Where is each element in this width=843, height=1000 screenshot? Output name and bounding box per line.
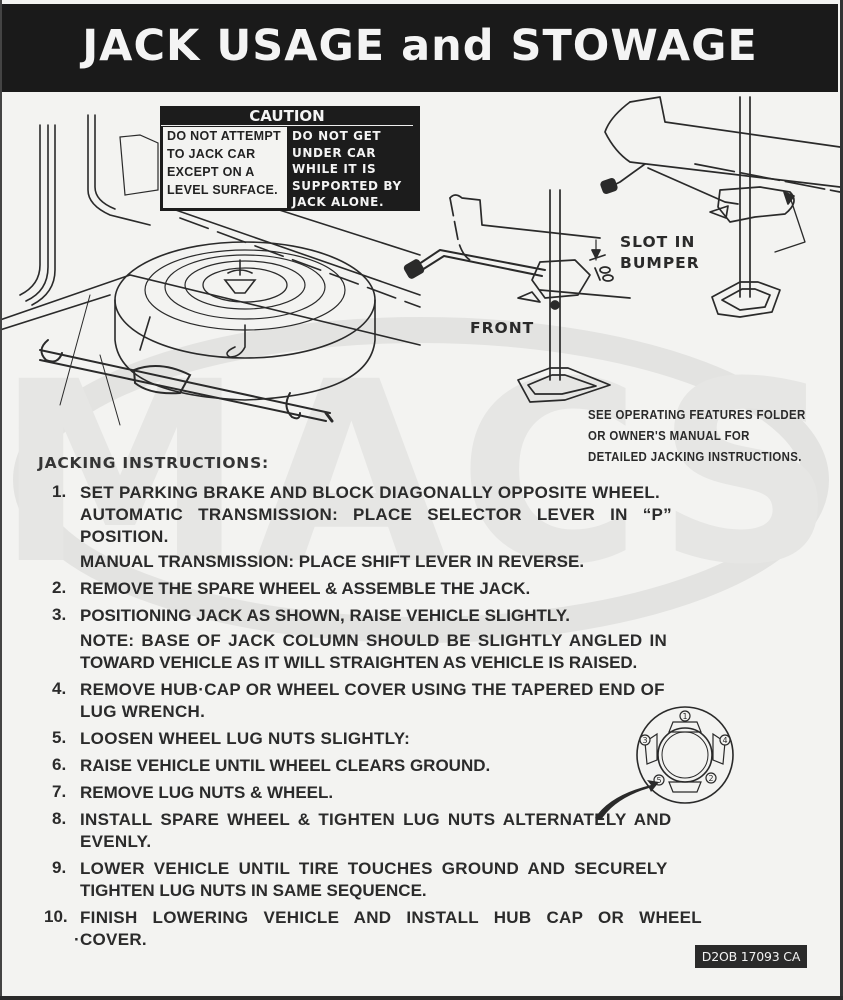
step-number: 2. xyxy=(52,578,67,597)
instruction-step: 2. REMOVE THE SPARE WHEEL & ASSEMBLE THE… xyxy=(44,578,814,600)
rear-jack-illustration xyxy=(600,96,841,318)
lug-nut-marker: 1 2 3 4 5 xyxy=(639,710,731,786)
decal-edge-right xyxy=(840,0,843,1000)
caution-left-line: EXCEPT ON A xyxy=(167,165,255,179)
lug-label-1: 1 xyxy=(682,712,687,721)
step-line: TIGHTEN LUG NUTS IN SAME SEQUENCE. xyxy=(80,881,427,900)
instruction-step: 10. FINISH LOWERING VEHICLE AND INSTALL … xyxy=(44,907,814,951)
step-line: AUTOMATIC TRANSMISSION: PLACE SELECTOR L… xyxy=(80,505,672,524)
instruction-step: 7. REMOVE LUG NUTS & WHEEL. xyxy=(44,782,814,804)
slot-in-bumper-line: BUMPER xyxy=(620,254,700,272)
caution-under-car-warning: DO NOT GET UNDER CAR WHILE IT IS SUPPORT… xyxy=(292,127,416,209)
step-line: REMOVE THE SPARE WHEEL & ASSEMBLE THE JA… xyxy=(80,579,531,598)
caution-right-line: JACK ALONE. xyxy=(292,195,385,209)
slot-in-bumper-line: SLOT IN xyxy=(620,233,696,251)
lug-label-2: 2 xyxy=(708,774,713,783)
step-number: 5. xyxy=(52,728,67,747)
see-note-line: SEE OPERATING FEATURES FOLDER xyxy=(588,407,806,422)
see-note-line: DETAILED JACKING INSTRUCTIONS. xyxy=(588,449,802,464)
caution-heading: CAUTION xyxy=(161,107,413,126)
instruction-step: 4. REMOVE HUB·CAP OR WHEEL COVER USING T… xyxy=(44,679,814,723)
instruction-step: 5. LOOSEN WHEEL LUG NUTS SLIGHTLY: xyxy=(44,728,814,750)
step-number: 8. xyxy=(52,809,67,828)
instruction-step: 6. RAISE VEHICLE UNTIL WHEEL CLEARS GROU… xyxy=(44,755,814,777)
instructions-heading: JACKING INSTRUCTIONS: xyxy=(38,454,270,472)
see-owners-manual-note: SEE OPERATING FEATURES FOLDER OR OWNER'S… xyxy=(588,404,806,467)
caution-right-line: WHILE IT IS xyxy=(292,162,377,176)
decal-edge-bottom xyxy=(0,996,843,1000)
instruction-steps: 1. SET PARKING BRAKE AND BLOCK DIAGONALL… xyxy=(44,482,814,956)
lug-label-5: 5 xyxy=(656,776,661,785)
step-line: INSTALL SPARE WHEEL & TIGHTEN LUG NUTS A… xyxy=(80,810,672,829)
caution-level-surface-warning: DO NOT ATTEMPT TO JACK CAR EXCEPT ON A L… xyxy=(163,127,287,208)
caution-left-line: DO NOT ATTEMPT xyxy=(167,129,281,143)
step-line: TOWARD VEHICLE AS IT WILL STRAIGHTEN AS … xyxy=(80,653,638,672)
lug-label-3: 3 xyxy=(642,736,647,745)
slot-in-bumper-label: SLOT IN BUMPER xyxy=(620,232,700,274)
lug-nut-sequence-diagram: 1 2 3 4 5 xyxy=(595,706,734,820)
step-line: ·COVER. xyxy=(74,930,147,949)
step-line: RAISE VEHICLE UNTIL WHEEL CLEARS GROUND. xyxy=(80,756,491,775)
instruction-step: 3. POSITIONING JACK AS SHOWN, RAISE VEHI… xyxy=(44,605,814,674)
instruction-step: 8. INSTALL SPARE WHEEL & TIGHTEN LUG NUT… xyxy=(44,809,814,853)
step-line: MANUAL TRANSMISSION: PLACE SHIFT LEVER I… xyxy=(80,552,585,571)
step-number: 9. xyxy=(52,858,67,877)
caution-right-line: SUPPORTED BY xyxy=(292,178,402,193)
step-line: POSITION. xyxy=(80,527,169,546)
title-banner: JACK USAGE and STOWAGE xyxy=(2,4,838,92)
step-line: REMOVE HUB·CAP OR WHEEL COVER USING THE … xyxy=(80,680,665,699)
step-line: NOTE: BASE OF JACK COLUMN SHOULD BE SLIG… xyxy=(80,631,668,650)
decal-edge-left xyxy=(0,0,2,1000)
step-line: SET PARKING BRAKE AND BLOCK DIAGONALLY O… xyxy=(80,483,661,502)
lug-sequence-arrow-icon xyxy=(595,780,659,820)
step-line: REMOVE LUG NUTS & WHEEL. xyxy=(80,783,334,802)
step-line: LUG WRENCH. xyxy=(80,702,206,721)
caution-box: CAUTION DO NOT ATTEMPT TO JACK CAR EXCEP… xyxy=(160,106,420,211)
step-line: POSITIONING JACK AS SHOWN, RAISE VEHICLE… xyxy=(80,606,570,625)
step-line: EVENLY. xyxy=(80,832,152,851)
front-jack-illustration xyxy=(403,189,631,403)
step-line: LOOSEN WHEEL LUG NUTS SLIGHTLY: xyxy=(80,729,411,748)
step-number: 7. xyxy=(52,782,67,801)
step-number: 10. xyxy=(44,907,68,926)
caution-right-line: UNDER CAR xyxy=(292,145,377,160)
lug-label-4: 4 xyxy=(722,736,727,745)
instruction-step: 9. LOWER VEHICLE UNTIL TIRE TOUCHES GROU… xyxy=(44,858,814,902)
front-label: FRONT xyxy=(470,319,535,337)
step-number: 4. xyxy=(52,679,67,698)
page-title: JACK USAGE and STOWAGE xyxy=(82,21,758,71)
step-number: 1. xyxy=(52,482,67,501)
step-line: FINISH LOWERING VEHICLE AND INSTALL HUB … xyxy=(80,908,702,927)
step-number: 6. xyxy=(52,755,67,774)
instruction-step: 1. SET PARKING BRAKE AND BLOCK DIAGONALL… xyxy=(44,482,814,573)
step-number: 3. xyxy=(52,605,67,624)
spare-tire-stowage-illustration xyxy=(0,114,421,426)
caution-right-line: DO NOT GET xyxy=(292,129,382,143)
step-line: LOWER VEHICLE UNTIL TIRE TOUCHES GROUND … xyxy=(80,859,668,878)
caution-left-line: TO JACK CAR xyxy=(167,147,256,161)
caution-left-line: LEVEL SURFACE. xyxy=(167,183,278,197)
see-note-line: OR OWNER'S MANUAL FOR xyxy=(588,428,750,443)
part-number-badge: D2OB 17093 CA xyxy=(695,945,807,968)
